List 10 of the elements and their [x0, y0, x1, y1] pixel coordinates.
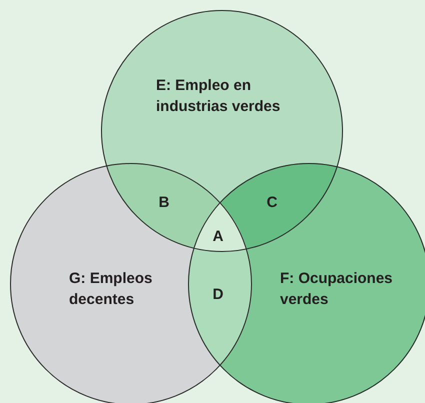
venn-circle	[10, 163, 252, 403]
region-letter: B	[158, 194, 170, 212]
set-label: G: Empleos decentes	[69, 269, 154, 310]
set-label: F: Ocupaciones verdes	[280, 269, 394, 310]
venn-circle	[101, 10, 343, 252]
venn-circle	[188, 163, 425, 403]
region-letter: A	[212, 228, 224, 246]
set-label: E: Empleo en industrias verdes	[156, 76, 282, 117]
region-letter: C	[266, 194, 278, 212]
region-letter: D	[212, 286, 224, 304]
